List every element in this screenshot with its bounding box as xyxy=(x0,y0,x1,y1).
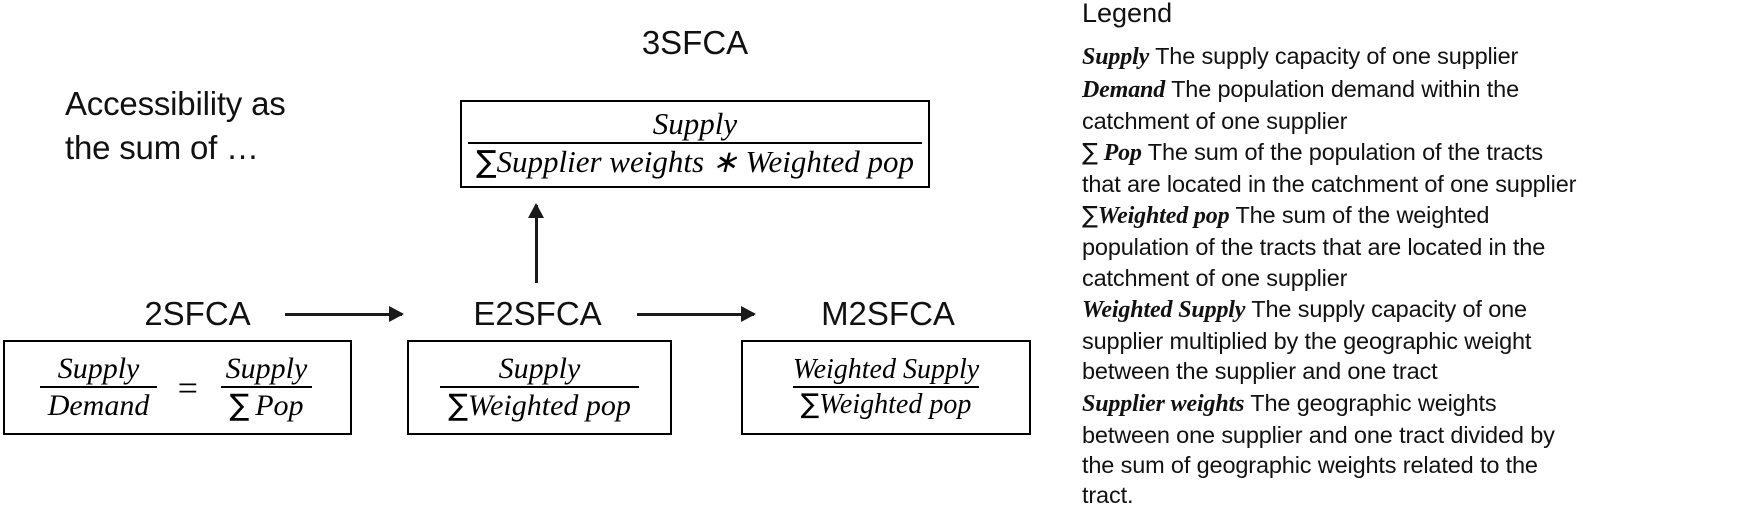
legend-item: Supply The supply capacity of one suppli… xyxy=(1082,41,1582,73)
legend-description: The supply capacity of one supplier xyxy=(1155,43,1519,69)
formula-2sfca-right-numerator: Supply xyxy=(225,352,308,386)
legend-item: ∑ Pop The sum of the population of the t… xyxy=(1082,137,1582,199)
formula-3sfca-numerator: Supply xyxy=(652,106,738,142)
sigma-icon: ∑ xyxy=(800,389,820,420)
formula-m2sfca-denominator-text: Weighted pop xyxy=(819,389,972,420)
formula-3sfca-denominator-text: Supplier weights ∗ Weighted pop xyxy=(496,144,914,180)
formula-2sfca-right-denominator: ∑ Pop xyxy=(221,386,312,422)
legend-description: The sum of the weighted population of th… xyxy=(1082,202,1546,291)
legend-panel: Legend Supply The supply capacity of one… xyxy=(1082,0,1582,512)
formula-box-2sfca: Supply Demand = Supply ∑ Pop xyxy=(3,340,352,435)
model-title-3sfca: 3SFCA xyxy=(641,24,749,61)
legend-description: The population demand within the catchme… xyxy=(1082,75,1520,134)
legend-term: Demand xyxy=(1082,77,1165,103)
sigma-icon: ∑ xyxy=(448,388,468,422)
legend-term: ∑ Pop xyxy=(1082,138,1142,167)
caption-line-2: the sum of … xyxy=(65,128,259,166)
model-title-e2sfca: E2SFCA xyxy=(473,295,602,332)
legend-item: Supplier weights The geographic weights … xyxy=(1082,388,1582,511)
legend-item: ∑Weighted pop The sum of the weighted po… xyxy=(1082,200,1582,293)
legend-term: ∑Weighted pop xyxy=(1082,201,1230,230)
model-title-m2sfca: M2SFCA xyxy=(821,295,955,332)
legend-term-text: Weighted Supply xyxy=(1082,297,1246,324)
legend-term-text: Demand xyxy=(1082,76,1166,103)
legend-description: The geographic weights between one suppl… xyxy=(1082,389,1555,509)
formula-m2sfca-numerator: Weighted Supply xyxy=(792,354,980,386)
formula-2sfca-right-denominator-text: Pop xyxy=(255,389,304,422)
model-title-2sfca: 2SFCA xyxy=(144,295,251,332)
formula-e2sfca-denominator-text: Weighted pop xyxy=(467,389,631,422)
formula-2sfca-right: Supply ∑ Pop xyxy=(218,353,316,422)
formula-m2sfca: Weighted Supply ∑Weighted pop xyxy=(785,355,987,419)
legend-term: Supplier weights xyxy=(1082,391,1244,417)
accessibility-caption: Accessibility as the sum of … xyxy=(65,82,365,169)
legend-item: Weighted Supply The supply capacity of o… xyxy=(1082,294,1582,387)
sigma-icon: ∑ xyxy=(1082,138,1098,167)
formula-2sfca: Supply Demand = Supply ∑ Pop xyxy=(39,352,316,422)
caption-line-1: Accessibility as xyxy=(65,85,286,122)
formula-m2sfca-denominator: ∑Weighted pop xyxy=(792,386,980,420)
formula-2sfca-left: Supply Demand xyxy=(39,352,158,422)
legend-term-text: Supply xyxy=(1082,44,1150,70)
formula-3sfca-denominator: ∑Supplier weights ∗ Weighted pop xyxy=(468,142,922,179)
arrow-e2sfca-to-m2sfca xyxy=(637,313,754,316)
legend-term-text: Weighted pop xyxy=(1097,203,1230,230)
sigma-icon: ∑ xyxy=(229,388,250,422)
legend-term: Weighted Supply xyxy=(1082,297,1245,323)
formula-box-e2sfca: Supply ∑Weighted pop xyxy=(407,340,672,435)
formula-3sfca: Supply ∑Supplier weights ∗ Weighted pop xyxy=(468,108,922,179)
legend-term: Supply xyxy=(1082,44,1149,70)
sigma-icon: ∑ xyxy=(1082,201,1098,230)
formula-e2sfca: Supply ∑Weighted pop xyxy=(440,353,639,422)
legend-item: Demand The population demand within the … xyxy=(1082,74,1582,136)
equals-sign: = xyxy=(175,367,200,408)
legend-term-text: Supplier weights xyxy=(1082,390,1245,417)
legend-description: The sum of the population of the tracts … xyxy=(1082,139,1577,198)
formula-e2sfca-numerator: Supply xyxy=(498,352,581,386)
arrow-e2sfca-to-3sfca xyxy=(535,205,538,283)
formula-box-m2sfca: Weighted Supply ∑Weighted pop xyxy=(741,340,1031,435)
formula-2sfca-left-denominator: Demand xyxy=(39,386,158,422)
legend-title: Legend xyxy=(1082,0,1173,28)
formula-e2sfca-denominator: ∑Weighted pop xyxy=(440,386,639,422)
arrow-2sfca-to-e2sfca xyxy=(285,313,402,316)
formula-2sfca-left-numerator: Supply xyxy=(57,352,140,386)
legend-term-text: Pop xyxy=(1103,140,1142,167)
sigma-icon: ∑ xyxy=(476,145,497,181)
legend-description: The supply capacity of one supplier mult… xyxy=(1082,296,1532,385)
formula-box-3sfca: Supply ∑Supplier weights ∗ Weighted pop xyxy=(460,100,930,188)
